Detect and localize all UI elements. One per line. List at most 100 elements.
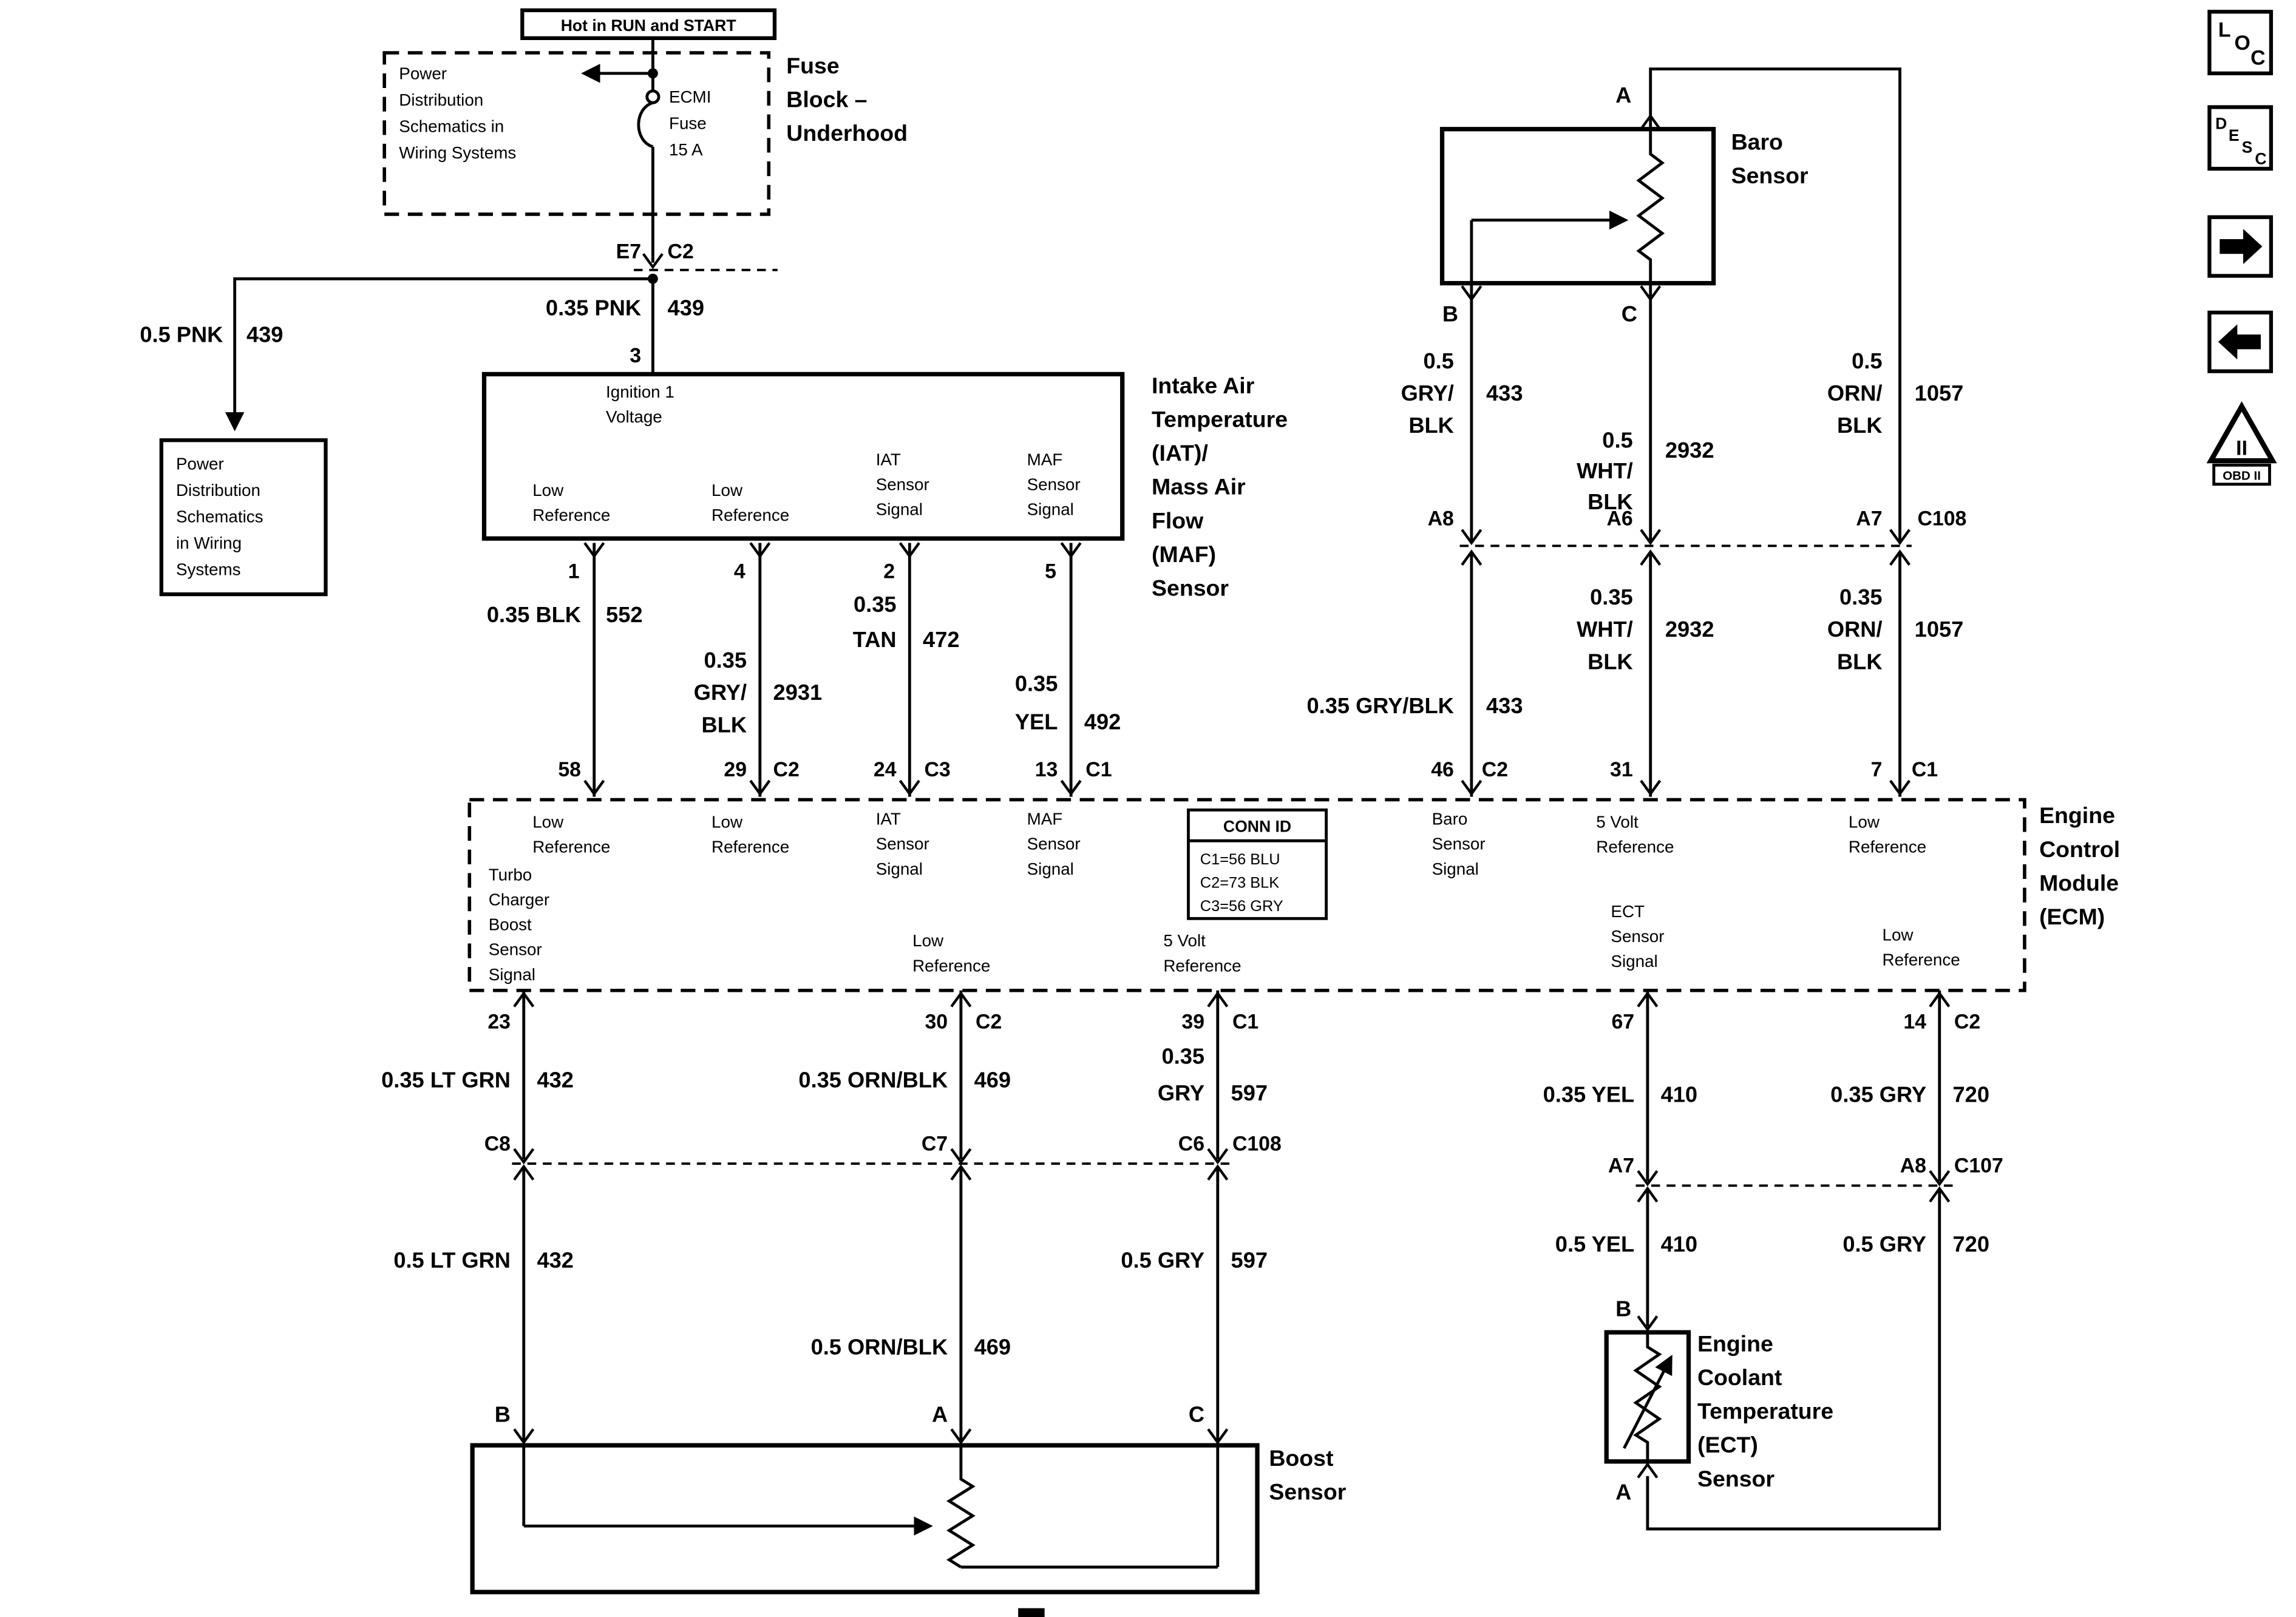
- wire-gauge: WHT/: [1577, 617, 1633, 642]
- ecm-pin-function: Baro: [1432, 810, 1468, 829]
- component-title: Module: [2039, 870, 2119, 895]
- ecm-pin-function: Reference: [532, 838, 610, 856]
- pin-number: 46: [1431, 758, 1454, 781]
- connector-id: C108: [1918, 507, 1967, 530]
- desc-letter: S: [2242, 138, 2253, 156]
- wire-gauge: TAN: [853, 627, 897, 652]
- ecm-pin-function: Reference: [912, 956, 990, 975]
- circuit-number: 597: [1231, 1248, 1268, 1273]
- pin-function: Low: [712, 481, 743, 500]
- wire-gauge: 0.5 GRY: [1121, 1248, 1204, 1273]
- connector-id: C3: [924, 758, 950, 781]
- boost-sensor-box: [470, 1443, 1260, 1595]
- wire-gauge: 0.5 ORN/BLK: [811, 1334, 948, 1359]
- desc-letter: D: [2215, 115, 2227, 133]
- pin-number: 13: [1035, 758, 1058, 781]
- wire-gauge: 0.5 YEL: [1555, 1232, 1634, 1256]
- hot-in-run-box: [520, 8, 777, 40]
- ecm-pin-function: Signal: [1611, 952, 1657, 971]
- component-title: (ECT): [1697, 1432, 1758, 1457]
- wire-gauge: ORN/: [1827, 381, 1883, 405]
- circuit-number: 597: [1231, 1080, 1268, 1105]
- circuit-number: 720: [1953, 1232, 1989, 1256]
- wire-gauge: BLK: [1588, 489, 1633, 514]
- loc-button[interactable]: L O C: [2207, 10, 2274, 76]
- pin-function: Signal: [1027, 500, 1074, 519]
- circuit-number: 469: [974, 1334, 1011, 1359]
- wire-gauge: 0.5 LT GRN: [393, 1248, 511, 1273]
- connector-id: A8: [1900, 1154, 1926, 1178]
- pin-function: Low: [532, 481, 564, 500]
- pin-letter: C: [1189, 1402, 1204, 1426]
- ecm-box: [467, 798, 2026, 992]
- wire-gauge: 0.35: [854, 592, 897, 617]
- component-boxes: [159, 8, 2026, 1595]
- pin-function: Signal: [876, 500, 923, 519]
- desc-button[interactable]: D E S C: [2207, 105, 2274, 171]
- circuit-number: 472: [923, 627, 959, 652]
- ecm-pin-function: Reference: [712, 838, 789, 856]
- wire-gauge: 0.35 ORN/BLK: [798, 1067, 948, 1092]
- fuse-block-box: [382, 51, 771, 216]
- pin-function: Sensor: [876, 475, 929, 493]
- obd-ii-button[interactable]: II OBD II: [2206, 401, 2277, 486]
- connector-id: A8: [1428, 507, 1454, 530]
- left-arrow-icon: [2218, 324, 2261, 360]
- connector-id: C6: [1178, 1132, 1204, 1155]
- pin-letter: C: [1622, 301, 1637, 326]
- connector-id: C2: [773, 758, 800, 781]
- component-title: Boost: [1269, 1445, 1334, 1471]
- ecm-pin-function: Sensor: [1027, 835, 1081, 853]
- power-dist-line: Distribution: [176, 481, 260, 500]
- wire-gauge: 0.35 PNK: [546, 296, 641, 320]
- obd-mark: II: [2236, 436, 2247, 459]
- conn-id-box: [1187, 808, 1328, 920]
- wire-gauge: 0.35: [1590, 585, 1633, 609]
- loc-letter: L: [2218, 18, 2231, 41]
- component-title: Temperature: [1152, 406, 1288, 432]
- ecm-pin-function: Sensor: [489, 940, 542, 959]
- wire-gauge: 0.35 GRY: [1830, 1082, 1926, 1107]
- fuse-block-title: Fuse: [786, 53, 839, 78]
- back-button[interactable]: [2207, 310, 2274, 373]
- pin-number: 29: [724, 758, 747, 781]
- connector-id: C8: [484, 1132, 511, 1155]
- fuse-ref-line: Wiring Systems: [399, 143, 516, 162]
- conn-id-row: C1=56 BLU: [1200, 851, 1280, 868]
- fuse-ref-line: Distribution: [399, 90, 483, 109]
- fuse-block-title: Block –: [786, 86, 867, 112]
- pin-number: 7: [1871, 758, 1883, 781]
- connector-id: E7: [616, 240, 641, 263]
- fuse-name-line: 15 A: [669, 140, 703, 159]
- ecm-pin-function: ECT: [1611, 902, 1645, 921]
- wire-gauge: GRY/: [694, 680, 747, 705]
- ecm-pin-function: Sensor: [876, 835, 929, 853]
- pin-number: 2: [883, 560, 895, 583]
- ecm-pin-function: Boost: [489, 915, 532, 934]
- wire-gauge: BLK: [1408, 413, 1454, 438]
- ecm-pin-function: 5 Volt: [1596, 812, 1639, 831]
- pin-number: 3: [630, 344, 641, 367]
- component-title: (MAF): [1152, 541, 1216, 567]
- forward-button[interactable]: [2207, 215, 2274, 278]
- conn-id-row: C2=73 BLK: [1200, 875, 1279, 892]
- wire-gauge: GRY/: [1401, 381, 1454, 405]
- ecm-pin-function: Low: [1849, 812, 1880, 831]
- wire-gauge: 0.35: [1015, 671, 1058, 696]
- wire-gauge: 0.35 LT GRN: [381, 1067, 511, 1092]
- wire-gauge: 0.35 BLK: [487, 602, 581, 627]
- component-title: Sensor: [1697, 1466, 1775, 1491]
- pin-number: 1: [568, 560, 580, 583]
- desc-letter: E: [2229, 126, 2240, 144]
- fuse-name-line: ECMI: [669, 87, 711, 106]
- pin-function: Reference: [532, 506, 610, 524]
- connector-id: C2: [668, 240, 694, 263]
- ecm-pin-function: 5 Volt: [1163, 931, 1206, 950]
- pin-function: IAT: [876, 450, 901, 469]
- ecm-pin-function: Signal: [489, 965, 535, 984]
- pin-number: 5: [1045, 560, 1056, 583]
- ecm-pin-function: Reference: [1883, 951, 1960, 969]
- ecm-pin-function: Signal: [1432, 859, 1479, 878]
- circuit-number: 410: [1661, 1082, 1697, 1107]
- pin-function: MAF: [1027, 450, 1063, 469]
